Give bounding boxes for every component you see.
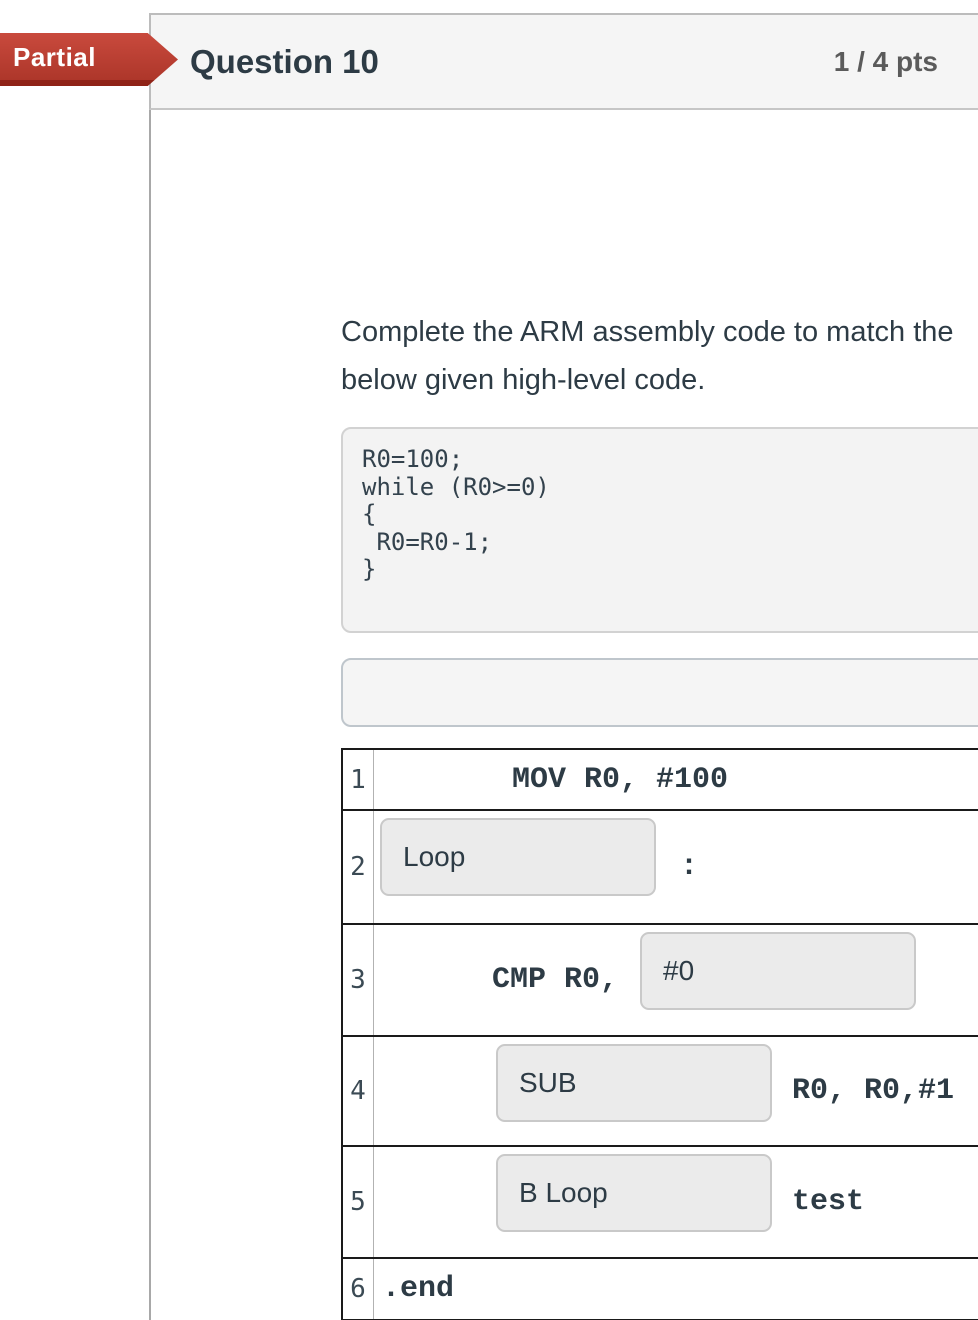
question-prompt: Complete the ARM assembly code to match … (341, 316, 954, 396)
assembly-answer-table: 1 MOV R0, #100 2 Loop : 3 CMP R0, (341, 748, 978, 1320)
answer-blank-operand[interactable]: #0 (640, 932, 917, 1010)
empty-answer-box-top (341, 658, 978, 727)
answer-blank-label[interactable]: Loop (380, 818, 656, 896)
code-text: CMP R0, (492, 963, 619, 997)
high-level-code-block: R0=100; while (R0>=0) { R0=R0-1; } (341, 427, 978, 633)
line-number: 5 (343, 1147, 374, 1257)
blank-value: SUB (519, 1067, 577, 1098)
table-cell: .end (374, 1259, 978, 1319)
table-cell: MOV R0, #100 (374, 750, 978, 809)
line-number: 2 (343, 811, 374, 923)
table-row: 2 Loop : (343, 811, 978, 925)
table-row: 6 .end (343, 1259, 978, 1319)
answer-blank-opcode[interactable]: SUB (496, 1044, 772, 1122)
question-title: Question 10 (190, 42, 379, 80)
blank-value: Loop (403, 841, 466, 872)
line-number: 1 (343, 750, 374, 809)
table-row: 5 B Loop test (343, 1147, 978, 1259)
partial-credit-ribbon: Partial (0, 33, 178, 86)
code-text: .end (382, 1272, 455, 1306)
code-text: : (680, 850, 699, 884)
code-text: MOV R0, #100 (512, 762, 729, 797)
blank-value: B Loop (519, 1177, 608, 1208)
table-row: 3 CMP R0, #0 (343, 925, 978, 1037)
blank-value: #0 (663, 955, 695, 986)
line-number: 6 (343, 1259, 374, 1319)
line-number: 4 (343, 1037, 374, 1145)
code-text: test (792, 1185, 865, 1219)
table-cell: Loop : (374, 811, 978, 923)
table-row: 4 SUB R0, R0,#1 (343, 1037, 978, 1147)
code-text: R0, R0,#1 (792, 1074, 955, 1108)
question-header: Question 10 1 / 4 pts (149, 13, 978, 110)
line-number: 3 (343, 925, 374, 1035)
answer-blank-branch[interactable]: B Loop (496, 1154, 772, 1232)
table-row: 1 MOV R0, #100 (343, 750, 978, 811)
partial-credit-label: Partial (13, 42, 96, 72)
table-cell: CMP R0, #0 (374, 925, 978, 1035)
question-body: Complete the ARM assembly code to match … (149, 110, 978, 1320)
table-cell: SUB R0, R0,#1 (374, 1037, 978, 1145)
question-points: 1 / 4 pts (833, 45, 938, 77)
table-cell: B Loop test (374, 1147, 978, 1257)
